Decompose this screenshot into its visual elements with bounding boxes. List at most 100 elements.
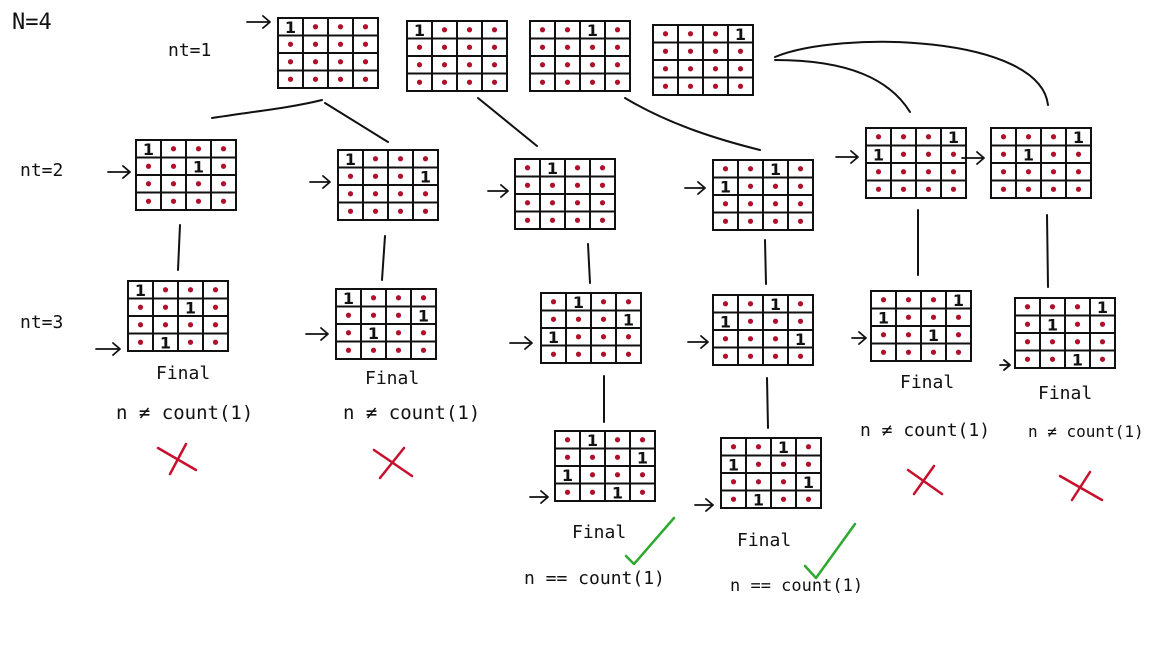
empty-cell-dot (441, 44, 448, 50)
queen-one-mark: 1 (548, 328, 559, 347)
empty-cell-dot (589, 489, 596, 495)
queen-one-mark: 1 (770, 295, 781, 314)
empty-cell-dot (1050, 134, 1057, 140)
empty-cell-dot (491, 62, 498, 68)
empty-cell-dot (1074, 321, 1081, 327)
fail-cross-icon (156, 442, 198, 476)
queen-one-mark: 1 (637, 448, 648, 467)
empty-cell-dot (564, 454, 571, 460)
empty-cell-dot (370, 347, 377, 353)
empty-cell-dot (905, 332, 912, 338)
empty-cell-dot (722, 301, 729, 307)
empty-cell-dot (420, 347, 427, 353)
empty-cell-dot (574, 200, 581, 206)
empty-cell-dot (712, 83, 719, 89)
empty-cell-dot (1024, 321, 1031, 327)
empty-cell-dot (370, 312, 377, 318)
empty-cell-dot (347, 191, 354, 197)
empty-cell-dot (312, 24, 319, 30)
empty-cell-dot (747, 336, 754, 342)
queen-one-mark: 1 (160, 333, 171, 352)
empty-cell-dot (614, 79, 621, 85)
empty-cell-dot (1024, 339, 1031, 345)
empty-cell-dot (905, 314, 912, 320)
empty-cell-dot (639, 489, 646, 495)
empty-cell-dot (195, 198, 202, 204)
queen-one-mark: 1 (587, 21, 598, 40)
empty-cell-dot (614, 454, 621, 460)
empty-cell-dot (416, 79, 423, 85)
n-value-label: N=4 (12, 10, 52, 35)
empty-cell-dot (1099, 356, 1106, 362)
final-label-2: Final (365, 368, 420, 389)
empty-cell-dot (550, 299, 557, 305)
empty-cell-dot (1074, 339, 1081, 345)
empty-cell-dot (170, 198, 177, 204)
empty-cell-dot (397, 173, 404, 179)
empty-cell-dot (805, 444, 812, 450)
empty-cell-dot (337, 76, 344, 82)
branch-line (324, 102, 389, 143)
empty-cell-dot (599, 182, 606, 188)
queen-one-mark: 1 (735, 25, 746, 44)
empty-cell-dot (780, 496, 787, 502)
empty-cell-dot (662, 31, 669, 37)
empty-cell-dot (1024, 304, 1031, 310)
queen-one-mark: 1 (753, 490, 764, 509)
queen-one-mark: 1 (345, 150, 356, 169)
empty-cell-dot (466, 79, 473, 85)
empty-cell-dot (539, 62, 546, 68)
empty-cell-dot (600, 334, 607, 340)
empty-cell-dot (1074, 304, 1081, 310)
empty-cell-dot (614, 27, 621, 33)
queen-one-mark: 1 (193, 157, 204, 176)
empty-cell-dot (441, 79, 448, 85)
fail-cross-icon (372, 446, 414, 480)
arrow-icon (509, 336, 533, 350)
branch-line (774, 40, 1049, 106)
empty-cell-dot (1075, 151, 1082, 157)
empty-cell-dot (737, 83, 744, 89)
queen-one-mark: 1 (803, 473, 814, 492)
queen-one-mark: 1 (873, 145, 884, 164)
empty-cell-dot (137, 304, 144, 310)
empty-cell-dot (420, 295, 427, 301)
empty-cell-dot (925, 134, 932, 140)
branch-line (1046, 214, 1049, 288)
empty-cell-dot (441, 27, 448, 33)
empty-cell-dot (575, 351, 582, 357)
empty-cell-dot (797, 318, 804, 324)
empty-cell-dot (170, 163, 177, 169)
empty-cell-dot (900, 186, 907, 192)
arrow-icon (851, 331, 867, 345)
empty-cell-dot (737, 66, 744, 72)
empty-cell-dot (539, 44, 546, 50)
empty-cell-dot (599, 217, 606, 223)
empty-cell-dot (880, 349, 887, 355)
board-nt2-b: 11 (337, 149, 439, 221)
empty-cell-dot (950, 151, 957, 157)
board-nt1-a: 1 (277, 17, 379, 89)
empty-cell-dot (772, 336, 779, 342)
empty-cell-dot (372, 208, 379, 214)
empty-cell-dot (737, 48, 744, 54)
queen-one-mark: 1 (795, 330, 806, 349)
queen-one-mark: 1 (587, 431, 598, 450)
queen-one-mark: 1 (343, 289, 354, 308)
empty-cell-dot (930, 349, 937, 355)
empty-cell-dot (780, 479, 787, 485)
empty-cell-dot (524, 182, 531, 188)
empty-cell-dot (137, 322, 144, 328)
empty-cell-dot (422, 156, 429, 162)
empty-cell-dot (687, 48, 694, 54)
queen-one-mark: 1 (948, 128, 959, 147)
empty-cell-dot (574, 217, 581, 223)
queen-one-mark: 1 (878, 308, 889, 327)
empty-cell-dot (420, 330, 427, 336)
empty-cell-dot (362, 24, 369, 30)
queen-one-mark: 1 (1097, 298, 1108, 317)
empty-cell-dot (1050, 151, 1057, 157)
empty-cell-dot (287, 76, 294, 82)
fail-condition-4: n ≠ count(1) (1028, 422, 1144, 441)
